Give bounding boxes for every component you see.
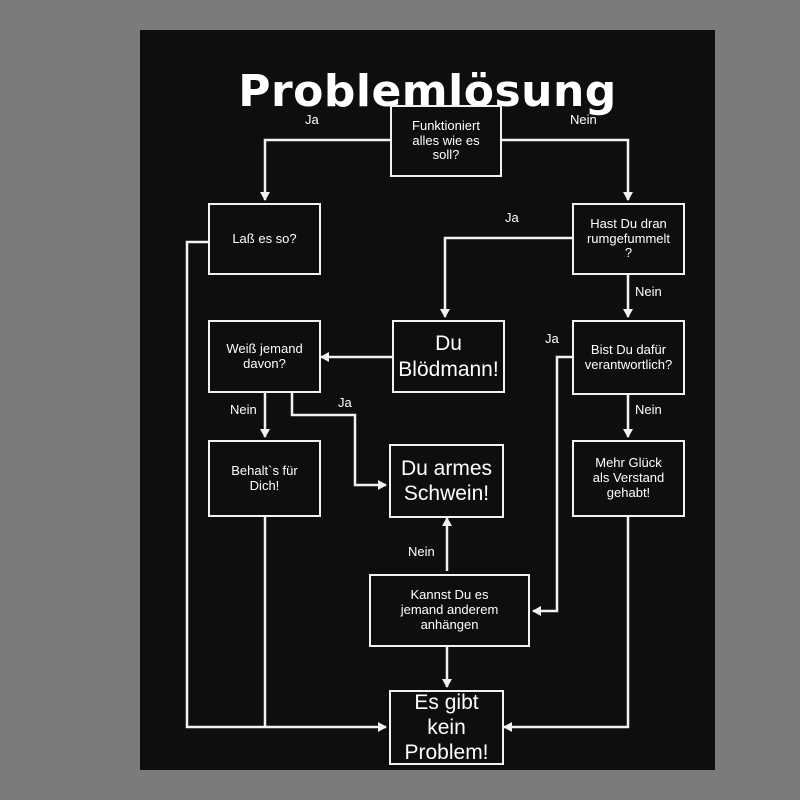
node-weiss-jemand: Weiß jemand davon?: [208, 320, 321, 393]
label-rumgefummelt-nein: Nein: [635, 284, 662, 299]
label-verantwortlich-nein: Nein: [635, 402, 662, 417]
label-weiss-ja: Ja: [338, 395, 352, 410]
edge-weiss-ja: [290, 393, 387, 490]
label-anhaengen-nein: Nein: [408, 544, 435, 559]
label-rumgefummelt-ja: Ja: [505, 210, 519, 225]
edge-verantwortlich-ja: [532, 355, 572, 616]
node-bist-du-dafuer: Bist Du dafür verantwortlich?: [572, 320, 685, 395]
node-kannst-du-anhaengen: Kannst Du es jemand anderem anhängen: [369, 574, 530, 647]
edge-funktioniert-nein: [502, 138, 633, 201]
label-weiss-nein: Nein: [230, 402, 257, 417]
node-du-bloedmann: Du Blödmann!: [392, 320, 505, 393]
edge-rumgefummelt-ja: [440, 236, 572, 318]
node-lass-es-so: Laß es so?: [208, 203, 321, 275]
node-kein-problem: Es gibt kein Problem!: [389, 690, 504, 765]
flowchart-poster: Problemlösung: [140, 30, 715, 770]
connector-lines: [185, 138, 633, 732]
edge-lass-problem: [185, 240, 387, 732]
node-funktioniert: Funktioniert alles wie es soll?: [390, 105, 502, 177]
label-verantwortlich-ja: Ja: [545, 331, 559, 346]
node-hast-du-dran: Hast Du dran rumgefummelt ?: [572, 203, 685, 275]
node-du-armes-schwein: Du armes Schwein!: [389, 444, 504, 518]
label-funktioniert-nein: Nein: [570, 112, 597, 127]
node-behalts-fuer-dich: Behalt`s für Dich!: [208, 440, 321, 517]
edge-funktioniert-ja: [260, 138, 390, 201]
edge-glueck-problem: [503, 517, 630, 732]
node-mehr-glueck: Mehr Glück als Verstand gehabt!: [572, 440, 685, 517]
label-funktioniert-ja: Ja: [305, 112, 319, 127]
